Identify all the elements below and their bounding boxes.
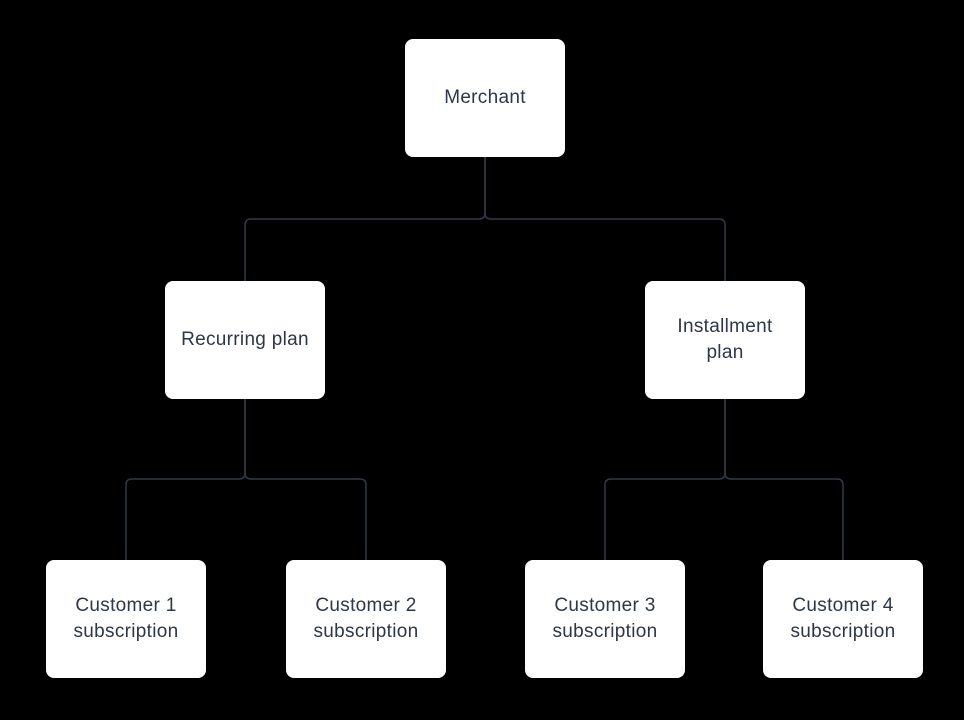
node-label: Customer 3 subscription bbox=[552, 595, 658, 642]
node-label: Installment plan bbox=[677, 316, 773, 363]
node-label: Recurring plan bbox=[181, 329, 309, 350]
node-customer-3-subscription[interactable]: Customer 3 subscription bbox=[525, 560, 685, 678]
node-label: Customer 1 subscription bbox=[73, 595, 179, 642]
node-merchant[interactable]: Merchant bbox=[405, 39, 565, 157]
node-customer-1-subscription[interactable]: Customer 1 subscription bbox=[46, 560, 206, 678]
node-recurring-plan[interactable]: Recurring plan bbox=[165, 281, 325, 399]
node-customer-4-subscription[interactable]: Customer 4 subscription bbox=[763, 560, 923, 678]
node-label: Merchant bbox=[444, 87, 526, 108]
connector-merchant-to-recurring-plan bbox=[244, 157, 486, 281]
connector-installment-plan-to-customer-3-subscription bbox=[604, 399, 726, 560]
node-label: Customer 2 subscription bbox=[313, 595, 419, 642]
connector-installment-plan-to-customer-4-subscription bbox=[724, 399, 844, 560]
connector-merchant-to-installment-plan bbox=[484, 157, 726, 281]
node-installment-plan[interactable]: Installment plan bbox=[645, 281, 805, 399]
node-customer-2-subscription[interactable]: Customer 2 subscription bbox=[286, 560, 446, 678]
connector-recurring-plan-to-customer-1-subscription bbox=[125, 399, 246, 560]
connector-recurring-plan-to-customer-2-subscription bbox=[244, 399, 367, 560]
node-label: Customer 4 subscription bbox=[790, 595, 896, 642]
